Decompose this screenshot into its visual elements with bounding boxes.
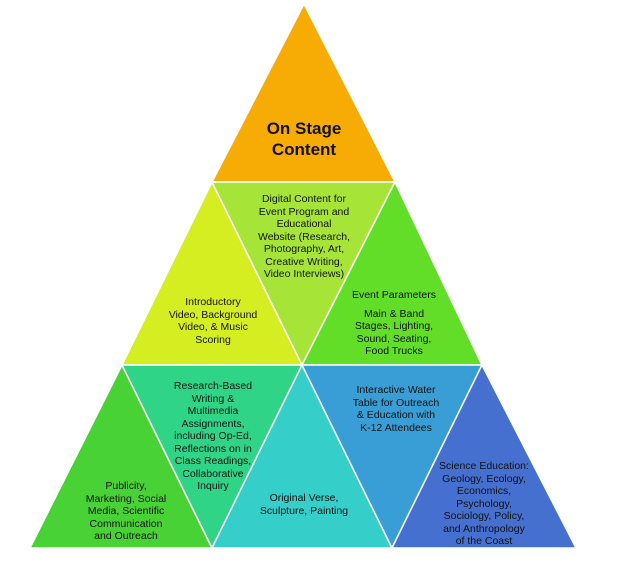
label-line: and Anthropology: [443, 522, 525, 535]
label-line: K-12 Attendees: [360, 421, 432, 434]
label-introductory-video: Introductory Video, Background Video, & …: [158, 296, 268, 346]
label-line: Sound, Seating,: [356, 332, 432, 345]
label-line: Sculpture, Painting: [259, 504, 349, 517]
label-original-verse: Original Verse, Sculpture, Painting: [248, 492, 360, 517]
label-line: Content: [271, 140, 337, 159]
label-line: Event Parameters: [351, 289, 437, 301]
label-line: Psychology,: [456, 497, 512, 510]
label-line: On Stage: [266, 119, 342, 138]
label-line: and Outreach: [94, 530, 158, 542]
label-line: Stages, Lighting,: [354, 320, 434, 332]
label-line: Economics,: [456, 485, 512, 497]
label-on-stage-content: On Stage Content: [234, 118, 374, 160]
label-line: Original Verse,: [269, 492, 339, 504]
label-publicity: Publicity, Marketing, Social Media, Scie…: [76, 480, 176, 543]
label-line: Digital Content for: [261, 193, 347, 205]
label-line: including Op-Ed,: [174, 430, 252, 442]
label-line: Writing &: [191, 392, 235, 405]
label-line: Sociology, Policy,: [443, 510, 525, 522]
label-research-writing: Research-Based Writing & Multimedia Assi…: [158, 380, 268, 493]
label-digital-content: Digital Content for Event Program and Ed…: [238, 193, 370, 281]
label-line: Video Interviews): [263, 268, 345, 280]
label-line: Class Readings,: [174, 455, 252, 467]
label-line: Educational: [276, 218, 332, 230]
label-line: Communication: [89, 517, 163, 530]
label-line: Geology, Ecology,: [442, 472, 526, 485]
label-line: Food Trucks: [365, 345, 423, 357]
label-line: Website (Research,: [257, 230, 350, 243]
label-line: of the Coast: [455, 535, 513, 547]
label-line: Photography, Art,: [263, 243, 345, 255]
label-line: Collaborative: [182, 467, 244, 480]
label-line: Creative Writing,: [265, 255, 343, 268]
label-line: Media, Scientific: [87, 505, 165, 517]
label-line: & Education with: [356, 409, 436, 421]
label-line: Multimedia: [187, 405, 239, 417]
label-line: Video, & Music: [178, 321, 248, 333]
label-line: Main & Band: [363, 307, 425, 320]
label-line: Table for Outreach: [352, 396, 440, 409]
label-line: Video, Background: [168, 308, 258, 321]
label-line: Scoring: [195, 333, 231, 346]
label-line: Assignments,: [181, 417, 245, 430]
label-line: Science Education:: [439, 460, 529, 472]
label-line: Inquiry: [197, 480, 229, 492]
segment-science-education: [391, 364, 577, 549]
label-line: Research-Based: [173, 380, 253, 392]
label-line: Marketing, Social: [85, 492, 167, 505]
label-event-parameters: Event Parameters Main & Band Stages, Lig…: [338, 289, 450, 358]
label-line: Publicity,: [105, 480, 147, 492]
label-water-table: Interactive Water Table for Outreach & E…: [340, 384, 452, 434]
label-science-education: Science Education: Geology, Ecology, Eco…: [428, 460, 540, 548]
label-line: Interactive Water: [356, 384, 436, 396]
label-line: Event Program and: [258, 205, 350, 218]
label-line: Reflections on in: [174, 442, 252, 455]
label-line: Introductory: [185, 296, 241, 308]
